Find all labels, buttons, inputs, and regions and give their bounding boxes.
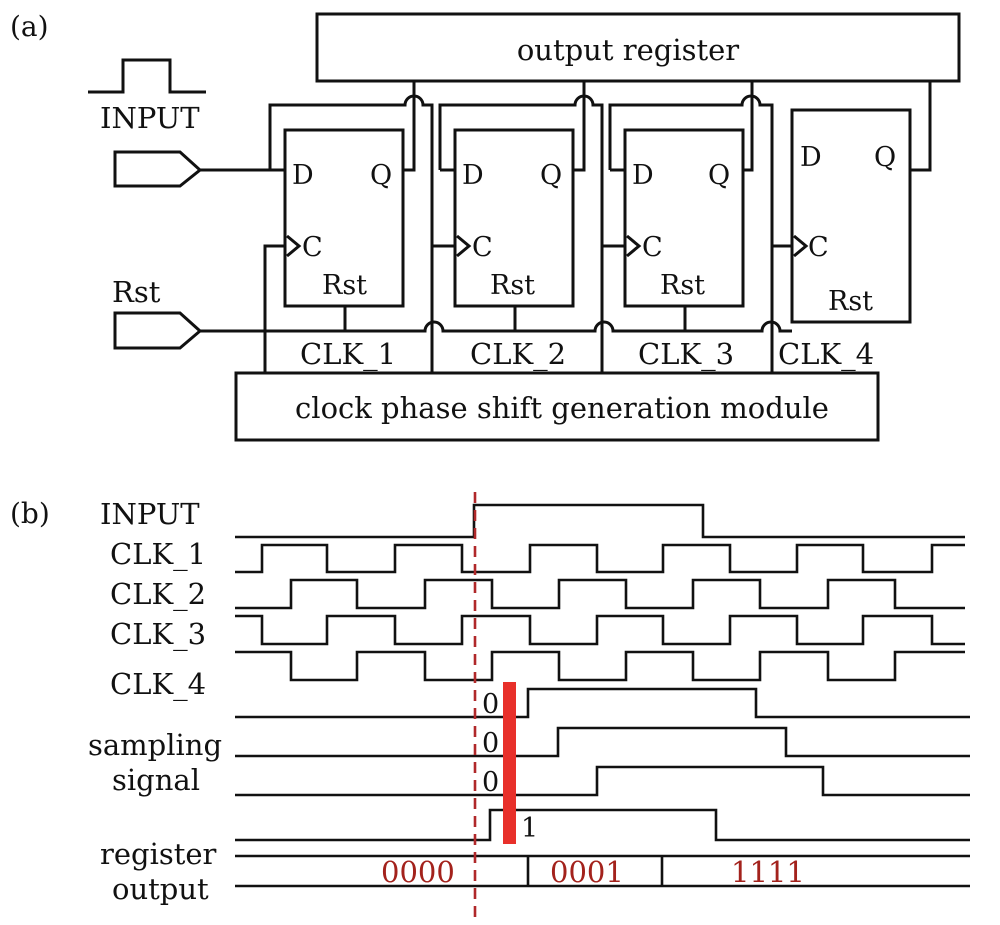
sampling-label-line1: sampling (88, 728, 222, 762)
ff3-c-pin: C (642, 232, 663, 263)
clk2-signal-label: CLK_2 (110, 577, 206, 612)
input-pulse-icon (88, 58, 206, 94)
ff2-d-pin: D (462, 160, 484, 191)
sampling-instant-marker (503, 682, 516, 844)
sample-value-1: 0 (482, 689, 499, 720)
flipflop-4: D Q C Rst (772, 81, 932, 324)
ff4-c-pin: C (808, 232, 829, 263)
ff4-rst-pin: Rst (828, 286, 873, 317)
panel-b: (b) INPUT CLK_1 CLK_2 CLK_3 CLK_4 sampli… (10, 492, 970, 918)
sample-value-2: 0 (482, 728, 499, 759)
register-value-0001: 0001 (550, 855, 624, 889)
clk2-waveform (235, 578, 965, 610)
ff3-rst-pin: Rst (660, 270, 705, 301)
rst-bus (200, 320, 792, 333)
clock-module-box (234, 371, 880, 442)
ff4-d-pin: D (800, 142, 822, 173)
ff1-c-pin: C (302, 232, 323, 263)
register-value-1111: 1111 (731, 855, 805, 889)
clk3-waveform (235, 614, 965, 646)
sample-value-3: 0 (482, 767, 499, 798)
sample-1-waveform (235, 687, 970, 719)
ff4-q-pin: Q (874, 142, 896, 173)
ff1-d-pin: D (292, 160, 314, 191)
ff2-clock-triangle-icon (456, 234, 472, 258)
output-register-label: output register (517, 33, 739, 67)
clk2-label: CLK_2 (470, 337, 566, 372)
ff2-rst-pin: Rst (490, 270, 535, 301)
ff1-q-pin: Q (370, 160, 392, 191)
rst-port-label: Rst (112, 275, 161, 309)
input-signal-label: INPUT (100, 497, 200, 531)
ff1-rst-pin: Rst (322, 270, 367, 301)
flipflop-3: D Q C Rst (602, 81, 774, 373)
panel-b-label: (b) (10, 497, 50, 530)
sample-2-waveform (235, 726, 970, 758)
sampling-label-line2: signal (112, 763, 200, 797)
sample-value-4: 1 (521, 813, 538, 844)
clk3-signal-label: CLK_3 (110, 617, 206, 652)
input-port-icon (113, 150, 203, 188)
clk4-signal-label: CLK_4 (110, 667, 206, 702)
ff3-d-pin: D (632, 160, 654, 191)
rst-port-icon (113, 311, 203, 350)
ff3-q-pin: Q (708, 160, 730, 191)
register-value-0000: 0000 (381, 855, 455, 889)
sample-3-waveform (235, 765, 970, 797)
clk1-signal-label: CLK_1 (110, 537, 206, 572)
clk4-label: CLK_4 (778, 337, 874, 372)
flipflop-2: D Q C Rst (432, 81, 604, 373)
input-waveform (235, 503, 965, 539)
clk4-waveform (235, 650, 965, 682)
clk3-label: CLK_3 (638, 337, 734, 372)
ff3-clock-triangle-icon (626, 234, 642, 258)
ff2-q-pin: Q (540, 160, 562, 191)
panel-a-label: (a) (10, 10, 49, 43)
clk1-label: CLK_1 (300, 337, 396, 372)
panel-a: (a) output register clock phase shift ge… (10, 10, 961, 442)
clk1-waveform (235, 543, 965, 574)
input-label: INPUT (100, 101, 200, 135)
register-label-line1: register (100, 837, 217, 871)
clock-module-label: clock phase shift generation module (295, 391, 829, 425)
ff4-clock-triangle-icon (793, 234, 809, 258)
register-label-line2: output (112, 872, 209, 906)
ff1-clock-triangle-icon (286, 234, 302, 258)
ff2-c-pin: C (472, 232, 493, 263)
output-register-box (315, 12, 961, 83)
sample-4-waveform (235, 808, 970, 842)
flipflop-1: D Q C Rst (263, 81, 434, 373)
